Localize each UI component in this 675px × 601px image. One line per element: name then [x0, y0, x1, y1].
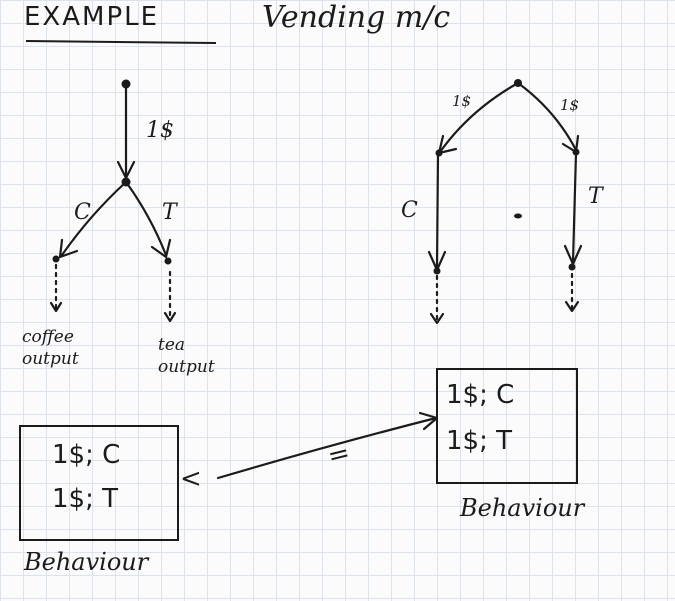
right-edge-t [571, 151, 578, 264]
right-node-root [514, 79, 522, 87]
title-vending: Vending m/c [262, 0, 451, 35]
left-edge-c-arrowhead [58, 238, 79, 259]
left-output-tea: tea output [158, 335, 215, 377]
right-behaviour-caption: Behaviour [460, 494, 585, 522]
left-edge-c [60, 180, 128, 257]
right-edge-c [435, 151, 440, 270]
right-label-right: 1$ [560, 96, 580, 114]
left-edge-t [124, 180, 168, 257]
right-edge-right [516, 81, 578, 152]
title-example: EXAMPLE [24, 2, 160, 32]
left-label-root: 1$ [146, 118, 174, 143]
relation-connector [216, 416, 438, 480]
left-box-row-1: 1$; C [52, 440, 121, 470]
left-output-coffee: coffee output [22, 327, 79, 369]
state-nodes [52, 79, 580, 275]
right-label-c: C [401, 198, 418, 223]
right-node-c-end [433, 267, 441, 275]
right-node-right [572, 148, 580, 156]
ink-dot-center [514, 213, 522, 219]
left-node-root [121, 79, 131, 89]
left-edge-t-arrowhead [150, 238, 172, 259]
right-behaviour-box [436, 368, 578, 484]
left-behaviour-caption: Behaviour [24, 548, 149, 576]
left-box-row-2: 1$; T [52, 484, 118, 514]
left-dotted-tea-head [163, 311, 177, 323]
right-box-row-2: 1$; T [446, 426, 512, 456]
right-dotted-t-head [564, 300, 580, 313]
right-dotted-c-head [429, 312, 445, 325]
right-label-left: 1$ [452, 92, 472, 110]
left-behaviour-box [19, 425, 179, 541]
left-node-t [164, 257, 172, 265]
left-label-t: T [162, 200, 177, 225]
relation-marker: < [180, 464, 202, 494]
left-dotted-coffee-head [49, 301, 63, 313]
right-node-left [435, 149, 443, 157]
right-label-t: T [588, 184, 603, 209]
left-label-c: C [74, 200, 91, 225]
left-node-mid [121, 177, 131, 187]
right-node-t-end [568, 263, 576, 271]
right-edge-left [438, 81, 520, 154]
right-box-row-1: 1$; C [446, 380, 515, 410]
left-node-c [52, 255, 60, 263]
